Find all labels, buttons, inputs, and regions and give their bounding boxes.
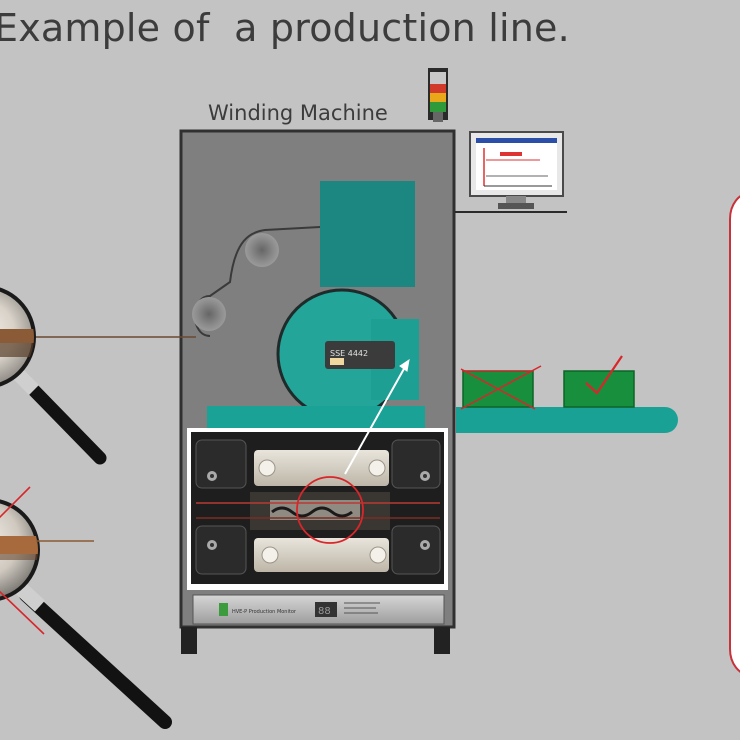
signal-tower (428, 68, 448, 122)
machine-leg (181, 627, 197, 654)
product-rejected (460, 365, 542, 410)
motor-block (320, 181, 415, 287)
conveyor (456, 407, 678, 433)
defect-cross-icon (0, 486, 31, 519)
panel-display (315, 602, 337, 617)
clamp-plate-lower (254, 538, 389, 572)
monitor (455, 131, 567, 213)
control-panel: HVE-P Production Monitor 88 (192, 594, 445, 625)
side-panel (729, 195, 740, 673)
machine-leg (434, 627, 450, 654)
magnifier-handle (19, 588, 172, 729)
magnifier-ok (0, 287, 107, 465)
panel-counter: 88 (318, 606, 331, 617)
clamp-plate-upper (254, 450, 389, 486)
conveyor-belt (456, 407, 678, 433)
roller-upper (245, 233, 279, 267)
accept-check-icon (585, 355, 623, 395)
magnifier-defect (0, 486, 172, 729)
status-led-icon (219, 603, 228, 616)
monitor-stand (498, 203, 534, 209)
sensor-led (330, 358, 344, 365)
roller-lower (192, 297, 226, 331)
product-accepted (563, 355, 635, 408)
page-title: Example of a production line. (0, 6, 570, 50)
panel-text: HVE-P Production Monitor (232, 609, 297, 615)
sensor-label: SSE 4442 (330, 349, 368, 358)
sample-photo (187, 428, 448, 590)
defect-highlight-circle (296, 476, 364, 544)
winding-machine-label: Winding Machine (208, 101, 388, 125)
inspection-arrow (344, 358, 410, 475)
